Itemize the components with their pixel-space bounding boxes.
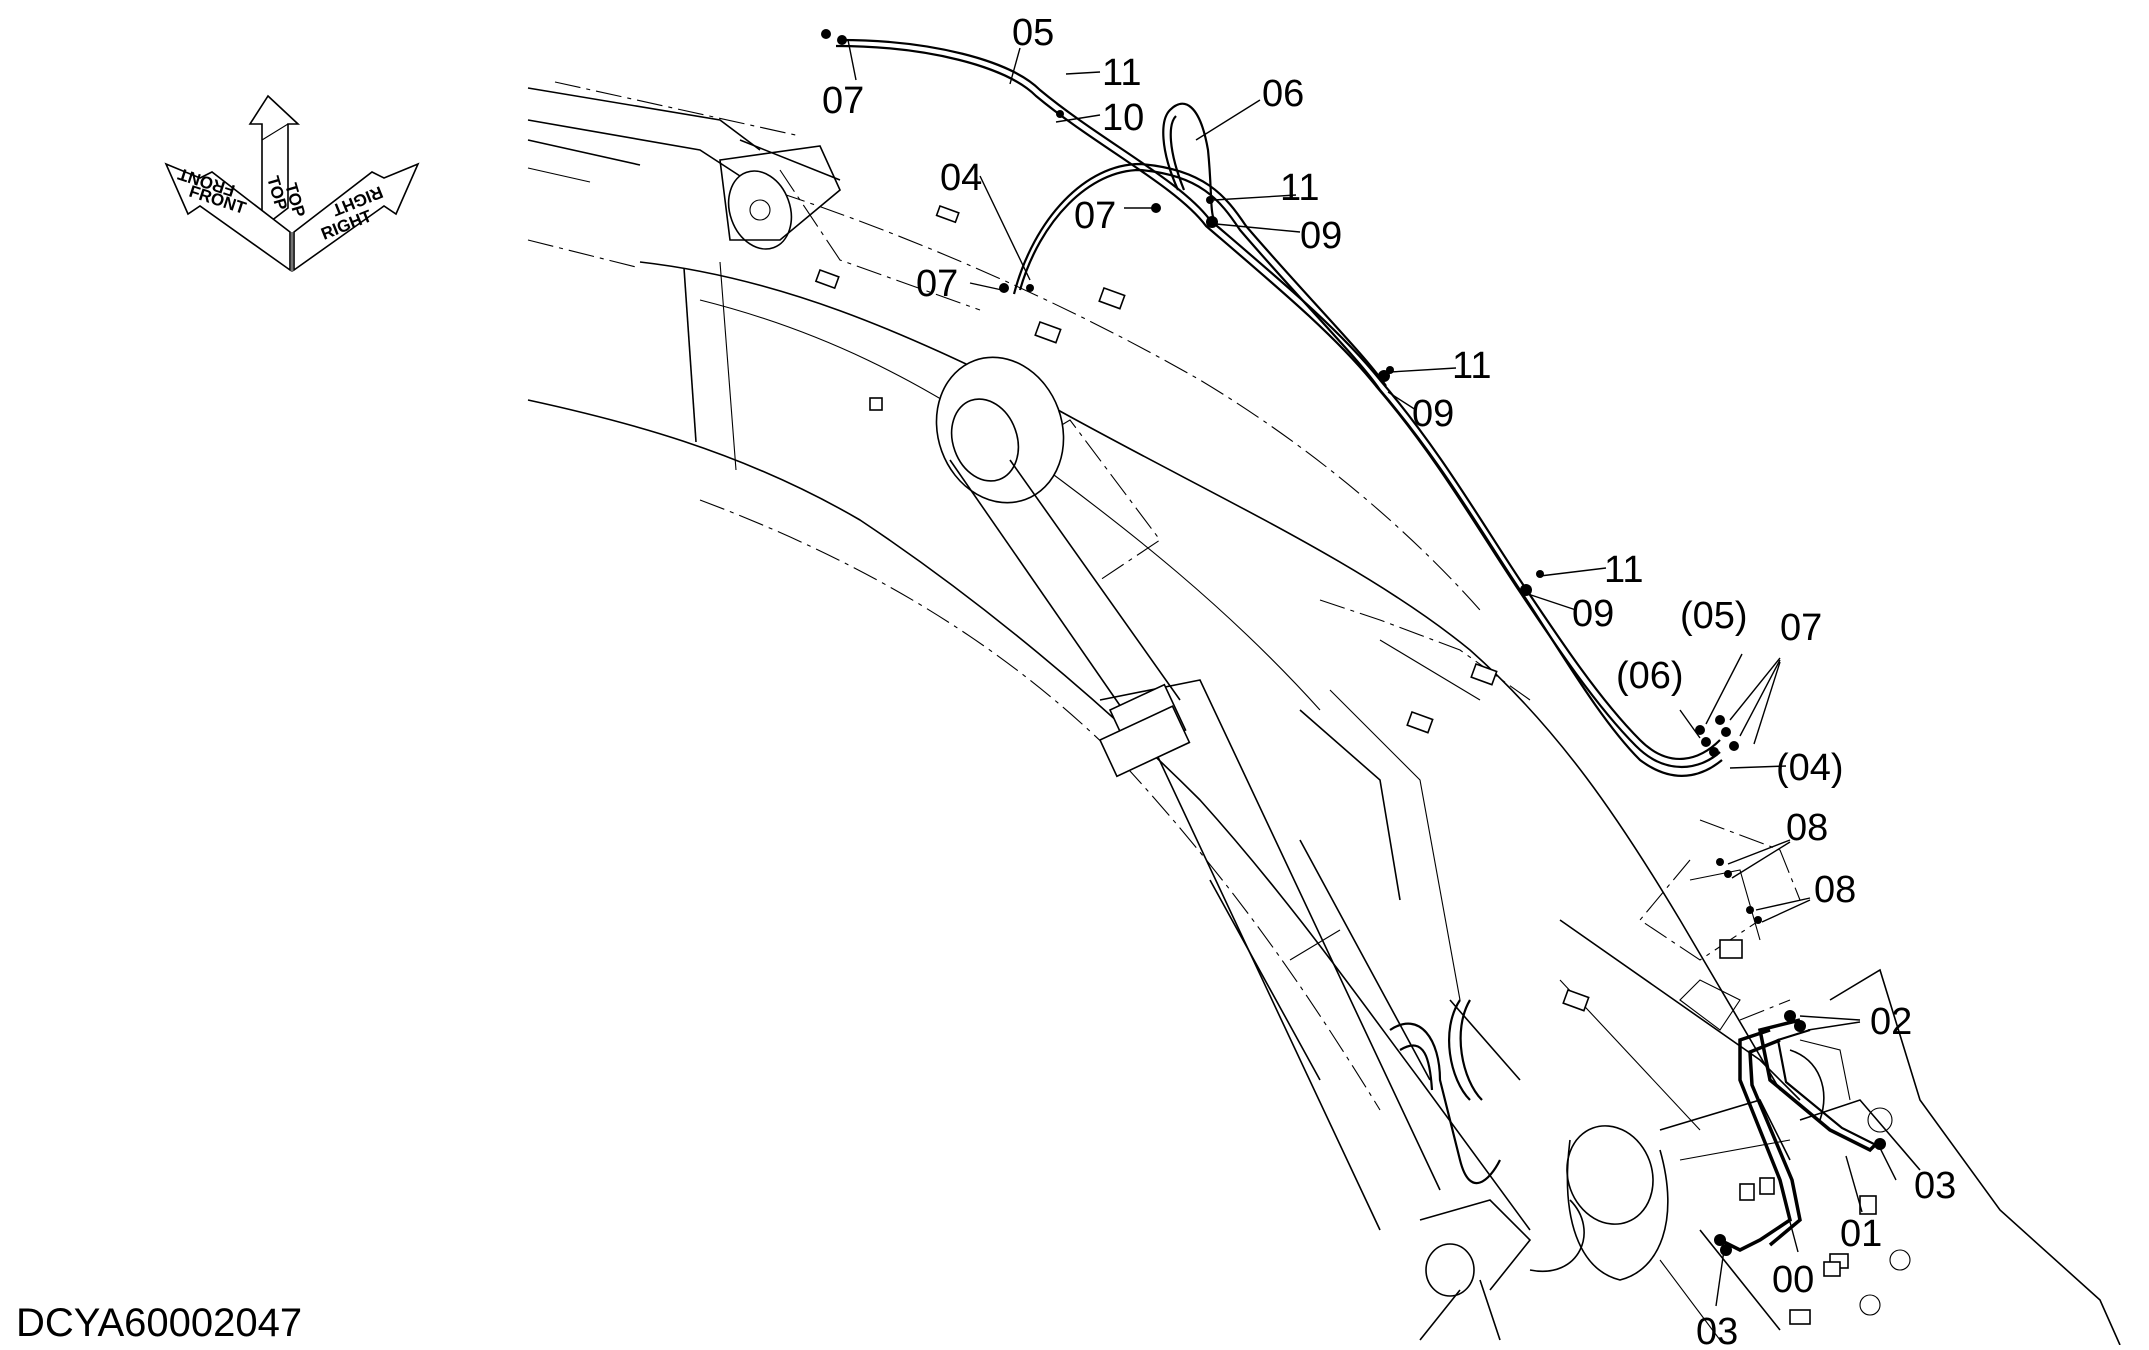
callout-04: 04: [940, 157, 982, 199]
hose-assembly-lower: [1714, 1010, 1886, 1256]
callout-11-second: 11: [1280, 167, 1319, 209]
callout-08-upper: 08: [1786, 807, 1828, 849]
callout-07-middle: 07: [1074, 195, 1116, 237]
callout-06: 06: [1262, 73, 1304, 115]
callout-05: 05: [1012, 12, 1054, 54]
callout-10: 10: [1102, 97, 1144, 139]
callout-09-lower: 09: [1572, 593, 1614, 635]
callout-08-lower: 08: [1814, 869, 1856, 911]
orientation-arrow-icon: TOP TOP FRONT FRONT RIGHT RIGHT: [164, 94, 420, 272]
callout-09-top: 09: [1300, 215, 1342, 257]
callout-04-paren: (04): [1776, 747, 1844, 789]
callout-03-bottom: 03: [1696, 1311, 1738, 1345]
boom-cylinder: [935, 356, 1585, 1341]
callout-07-left: 07: [916, 263, 958, 305]
document-id: DCYA60002047: [16, 1301, 302, 1345]
callout-09-middle: 09: [1412, 393, 1454, 435]
callout-11-top: 11: [1102, 52, 1141, 94]
callout-02: 02: [1870, 1001, 1912, 1043]
callout-11-third: 11: [1452, 345, 1491, 387]
callout-03-right: 03: [1914, 1165, 1956, 1207]
callout-01: 01: [1840, 1213, 1882, 1255]
callout-06-paren: (06): [1616, 655, 1684, 697]
callout-00: 00: [1772, 1259, 1814, 1301]
callout-labels: 05 07 11 10 06 11 09 04 07 07 11 09 11 0…: [822, 12, 1956, 1350]
callout-05-paren: (05): [1680, 595, 1748, 637]
hose-assembly-upper: [821, 29, 1762, 941]
boom-structure: [527, 81, 1801, 1231]
callout-leaders: [847, 39, 1897, 1307]
callout-07-top: 07: [822, 80, 864, 122]
callout-11-fourth: 11: [1604, 549, 1643, 591]
callout-07-right: 07: [1780, 607, 1822, 649]
top-arrow-label-mirror: TOP: [281, 181, 309, 220]
